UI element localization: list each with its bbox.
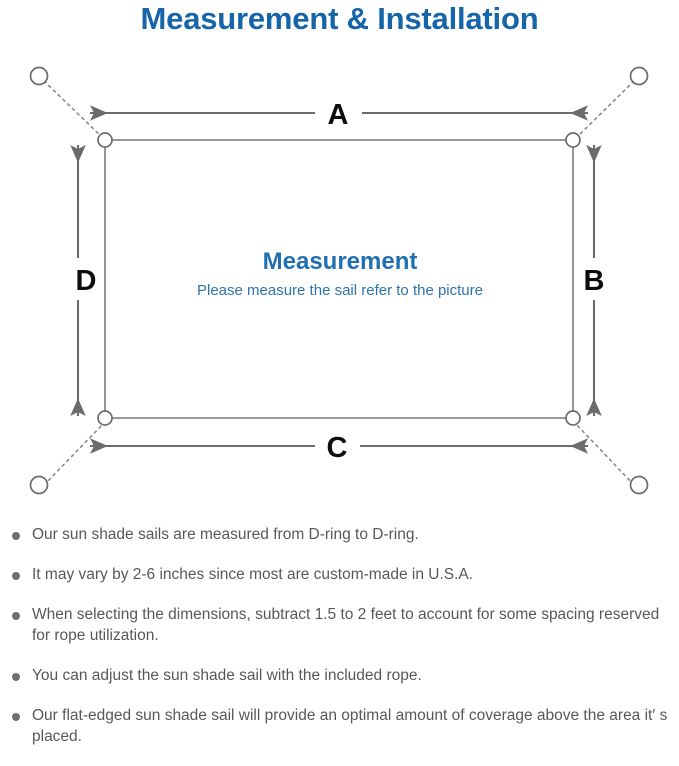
list-item-text: You can adjust the sun shade sail with t… [32,667,422,684]
measurement-diagram: A C D B Measurement Please measure the s… [0,46,679,516]
bullet-dot-icon [12,532,20,540]
list-item: Our flat-edged sun shade sail will provi… [0,705,679,747]
page-title: Measurement & Installation [140,1,539,36]
d-rings [97,132,581,426]
measurement-installation-page: Measurement & Installation [0,1,679,745]
anchor-bottom-right-icon [629,475,649,495]
anchor-top-right-icon [629,66,649,86]
dimension-label-c: C [327,432,348,464]
anchor-points [29,66,649,495]
dimension-label-d: D [76,265,97,297]
d-ring-bottom-left-icon [97,410,113,426]
bullet-dot-icon [12,612,20,620]
rope-line-bottom-left [43,423,104,486]
diagram-center-heading: Measurement [263,248,418,275]
list-item-text: Our sun shade sails are measured from D-… [32,526,419,543]
list-item: You can adjust the sun shade sail with t… [0,665,679,686]
list-item-text: It may vary by 2-6 inches since most are… [32,566,474,583]
diagram-center-subheading: Please measure the sail refer to the pic… [197,282,483,299]
d-ring-bottom-right-icon [565,410,581,426]
rope-lines [43,80,635,486]
dimension-label-a: A [328,99,349,131]
rope-line-bottom-right [575,423,635,486]
list-item: When selecting the dimensions, subtract … [0,604,679,646]
anchor-bottom-left-icon [29,475,49,495]
bullet-dot-icon [12,673,20,681]
list-item: Our sun shade sails are measured from D-… [0,524,679,545]
list-item: It may vary by 2-6 inches since most are… [0,564,679,585]
notes-list: Our sun shade sails are measured from D-… [0,524,679,766]
rope-line-top-left [43,80,104,139]
shade-sail-body [104,139,574,419]
anchor-top-left-icon [29,66,49,86]
d-ring-top-right-icon [565,132,581,148]
bullet-dot-icon [12,713,20,721]
dimension-label-b: B [584,265,605,297]
rope-line-top-right [575,80,635,139]
list-item-text: Our flat-edged sun shade sail will provi… [32,707,668,745]
list-item-text: When selecting the dimensions, subtract … [32,606,660,644]
d-ring-top-left-icon [97,132,113,148]
bullet-dot-icon [12,572,20,580]
